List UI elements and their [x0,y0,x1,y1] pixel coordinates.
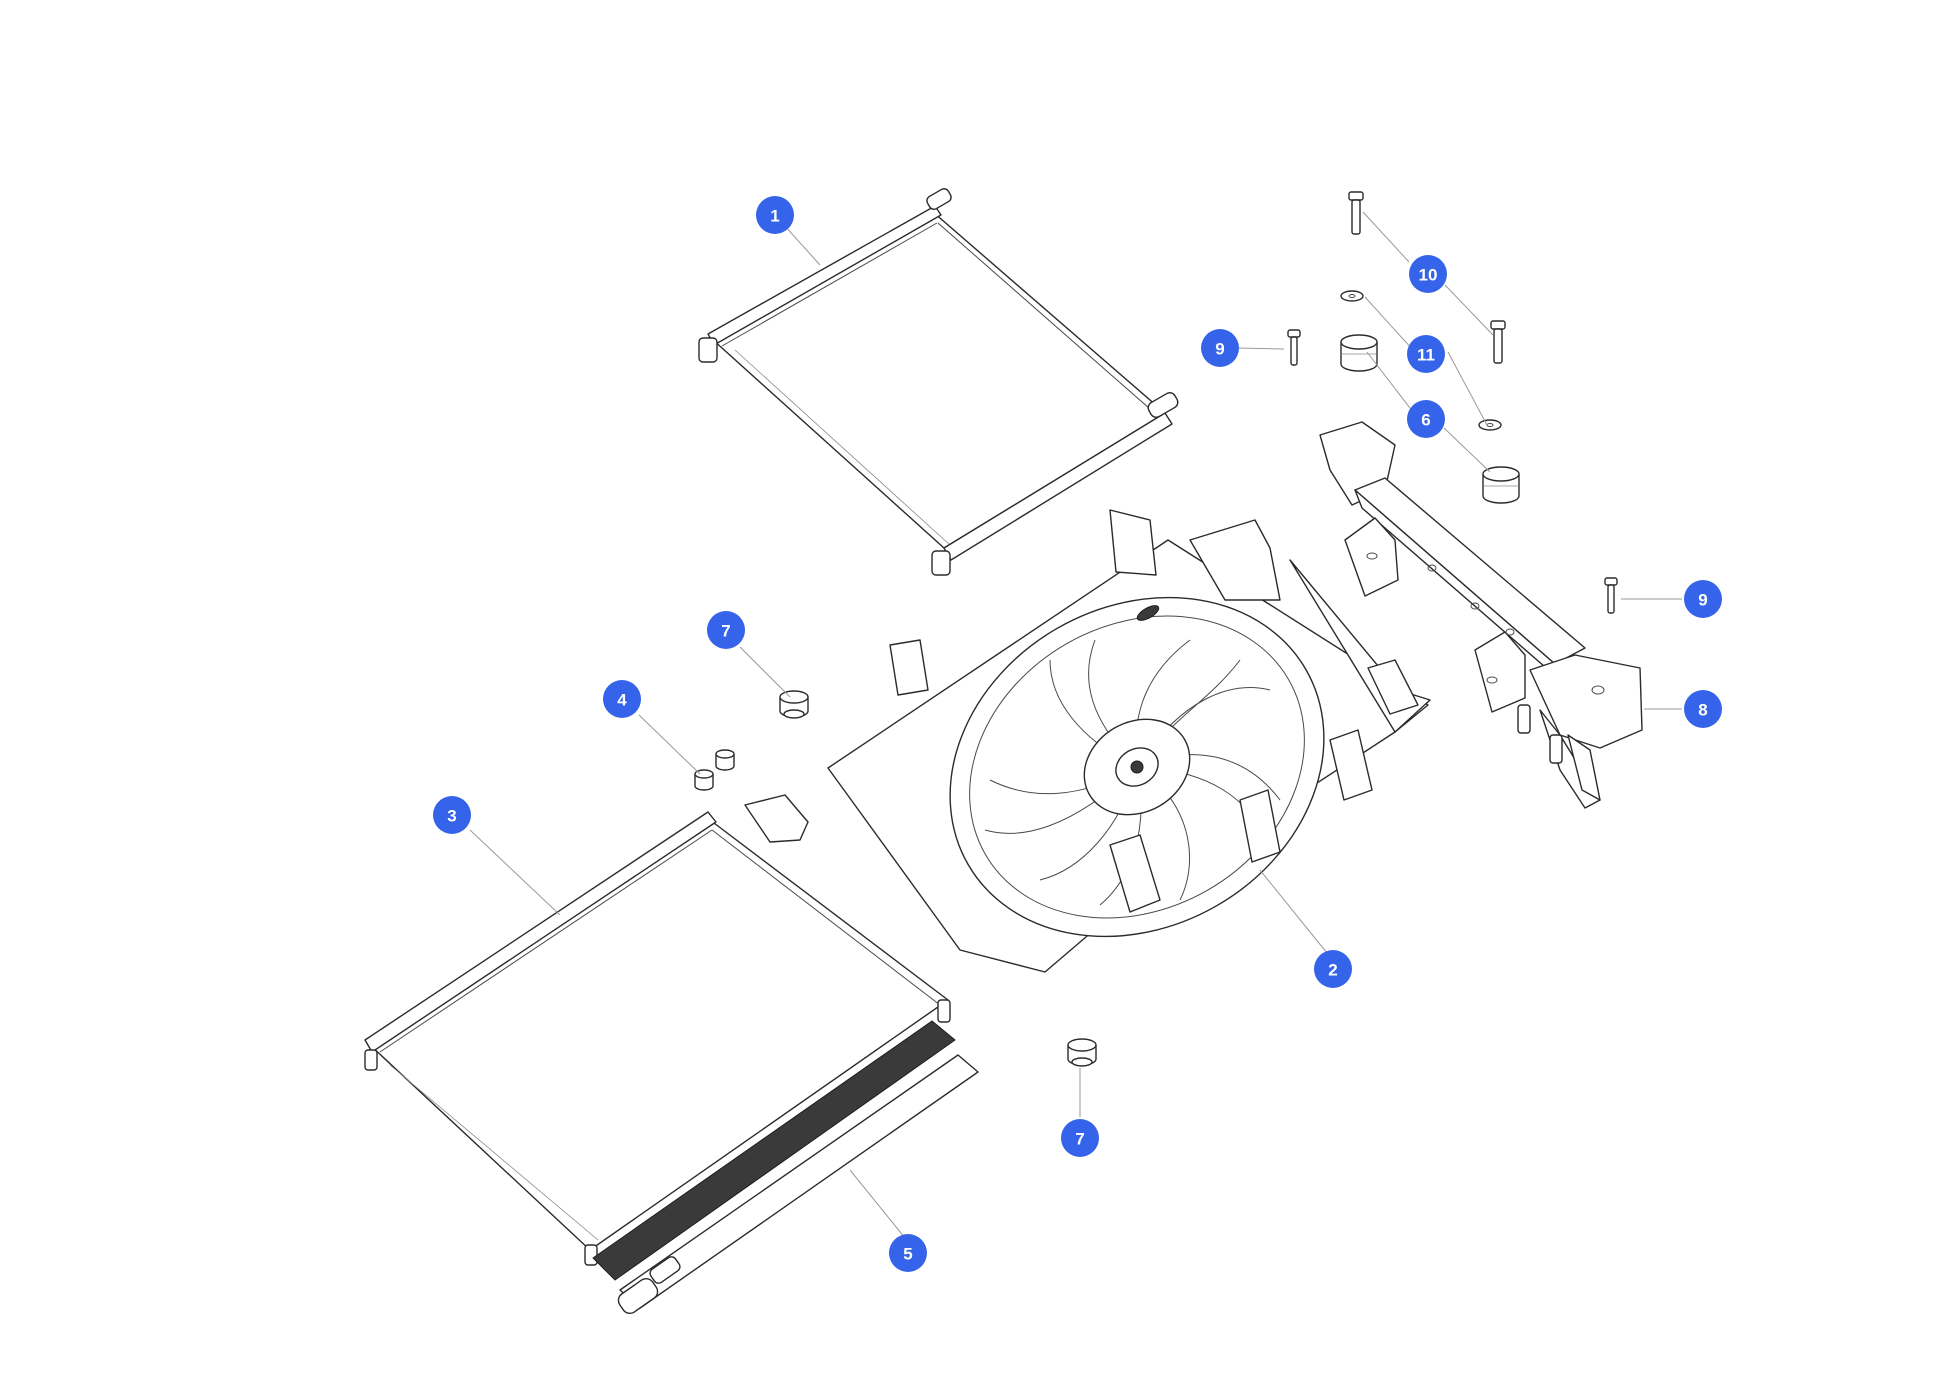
callout-badge [1409,255,1447,293]
part-2-fan-shroud [827,509,1431,973]
part-10-bolt-upper [1348,191,1364,235]
part-5-receiver-dryer [592,1020,979,1315]
callout-label: 4 [617,691,627,710]
part-9-bolt-right [1604,577,1618,614]
callout-badge [603,680,641,718]
part-6-bush-upper [1340,334,1378,372]
callout-badge [1407,335,1445,373]
callout-label: 10 [1419,266,1438,285]
part-9-bolt-upper [1287,329,1301,366]
callout-badge [756,196,794,234]
part-8-bracket [1319,421,1643,809]
part-6-bush-lower [1482,466,1520,504]
part-10-bolt-lower [1490,320,1506,364]
leader-lines [469,211,1682,1239]
callout-label: 5 [903,1245,912,1264]
callout-3-marker[interactable]: 3 [433,796,471,834]
callout-7-marker[interactable]: 7 [707,611,745,649]
part-11-washer-upper [1340,290,1364,302]
callout-badge [1684,690,1722,728]
part-11-washer-lower [1478,419,1502,431]
part-3-condenser [364,794,951,1266]
callout-badge [1314,950,1352,988]
callout-label: 9 [1698,591,1707,610]
callout-label: 11 [1417,346,1435,365]
callout-label: 3 [447,807,456,826]
part-7-grommet-upper [779,690,809,719]
callout-label: 1 [770,207,779,226]
part-1-upper-radiator [698,188,1179,576]
callout-10-marker[interactable]: 10 [1409,255,1447,293]
part-4-sleeves [694,749,735,791]
callout-2-marker[interactable]: 2 [1314,950,1352,988]
callout-7-marker[interactable]: 7 [1061,1119,1099,1157]
callout-label: 9 [1215,340,1224,359]
callout-badge [889,1234,927,1272]
callout-1-marker[interactable]: 1 [756,196,794,234]
callout-4-marker[interactable]: 4 [603,680,641,718]
callout-layer: 1 10 9 11 6 9 7 8 4 3 2 7 5 [433,196,1722,1272]
callout-badge [1684,580,1722,618]
callout-9-marker[interactable]: 9 [1201,329,1239,367]
callout-badge [1407,400,1445,438]
callout-label: 7 [721,622,730,641]
callout-8-marker[interactable]: 8 [1684,690,1722,728]
callout-11-marker[interactable]: 11 [1407,335,1445,373]
callout-label: 2 [1328,961,1337,980]
callout-5-marker[interactable]: 5 [889,1234,927,1272]
callout-label: 6 [1421,411,1430,430]
callout-label: 8 [1698,701,1707,720]
callout-6-marker[interactable]: 6 [1407,400,1445,438]
callout-badge [433,796,471,834]
callout-9-marker[interactable]: 9 [1684,580,1722,618]
part-7-grommet-lower [1067,1038,1097,1067]
callout-badge [1201,329,1239,367]
callout-label: 7 [1075,1130,1084,1149]
callout-badge [1061,1119,1099,1157]
callout-badge [707,611,745,649]
